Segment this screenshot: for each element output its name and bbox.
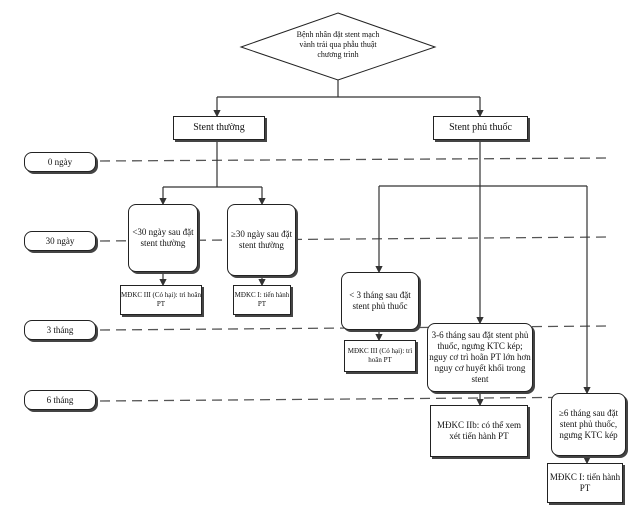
timeline-label-6-months: 6 tháng bbox=[24, 390, 96, 410]
rec-des-under-3-months: MĐKC III (Có hại): trì hoãn PT bbox=[344, 340, 416, 372]
rec-bms-under-30-days: MĐKC III (Có hại): trì hoãn PT bbox=[120, 285, 202, 315]
node-bms-over-30-days: ≥30 ngày sau đặt stent thường bbox=[227, 204, 296, 276]
timeline-line-6m bbox=[99, 396, 609, 402]
rec-des-3-to-6-months: MĐKC IIb: có thể xem xét tiến hành PT bbox=[430, 405, 528, 457]
rec-des-over-6-months: MĐKC I: tiến hành PT bbox=[547, 463, 623, 503]
branch-drug-eluting-stent: Stent phủ thuốc bbox=[433, 116, 528, 140]
timeline-label-0-days: 0 ngày bbox=[24, 152, 96, 172]
timeline-label-3-months: 3 tháng bbox=[24, 320, 96, 340]
node-des-3-to-6-months: 3-6 tháng sau đặt stent phủ thuốc, ngưng… bbox=[427, 323, 533, 392]
rec-bms-over-30-days: MĐKC I: tiến hành PT bbox=[233, 285, 291, 315]
node-des-over-6-months: ≥6 tháng sau đặt stent phủ thuốc, ngưng … bbox=[551, 393, 626, 456]
node-bms-under-30-days: <30 ngày sau đặt stent thường bbox=[128, 204, 198, 272]
timeline-line-0 bbox=[99, 157, 609, 162]
branch-bare-metal-stent: Stent thường bbox=[173, 116, 265, 140]
start-text: Bệnh nhân đặt stent mạch vành trải qua p… bbox=[296, 30, 380, 59]
timeline-label-30-days: 30 ngày bbox=[24, 231, 96, 251]
node-des-under-3-months: < 3 tháng sau đặt stent phủ thuốc bbox=[341, 272, 419, 330]
